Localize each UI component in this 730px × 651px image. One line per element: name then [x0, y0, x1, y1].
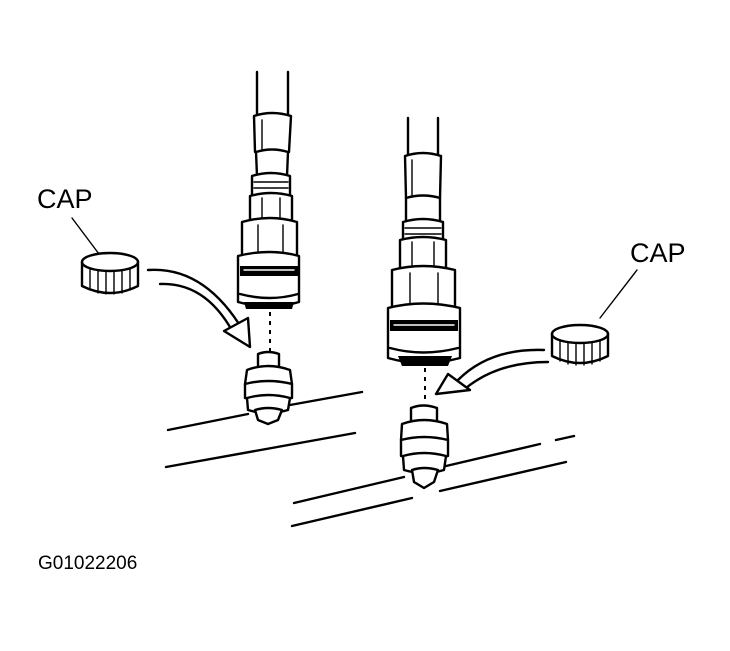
- left-service-port: [243, 350, 294, 426]
- right-assembly: [290, 116, 638, 528]
- right-service-port: [399, 404, 450, 490]
- right-coupler: [386, 217, 462, 366]
- right-cap-icon: [550, 323, 610, 366]
- left-install-arrow: [146, 268, 252, 349]
- right-install-arrow: [434, 348, 550, 396]
- left-cap-leader: [71, 217, 100, 255]
- figure-id: G01022206: [38, 553, 138, 574]
- left-hose: [252, 70, 293, 180]
- left-cap-icon: [80, 251, 140, 295]
- left-pipe: [164, 390, 364, 469]
- right-hose: [403, 116, 443, 226]
- right-cap-leader: [599, 269, 638, 319]
- right-pipe: [290, 434, 576, 528]
- cap-label-left: CAP: [37, 184, 93, 214]
- left-assembly: [71, 70, 364, 469]
- cap-label-right: CAP: [630, 238, 686, 268]
- left-coupler: [236, 171, 301, 309]
